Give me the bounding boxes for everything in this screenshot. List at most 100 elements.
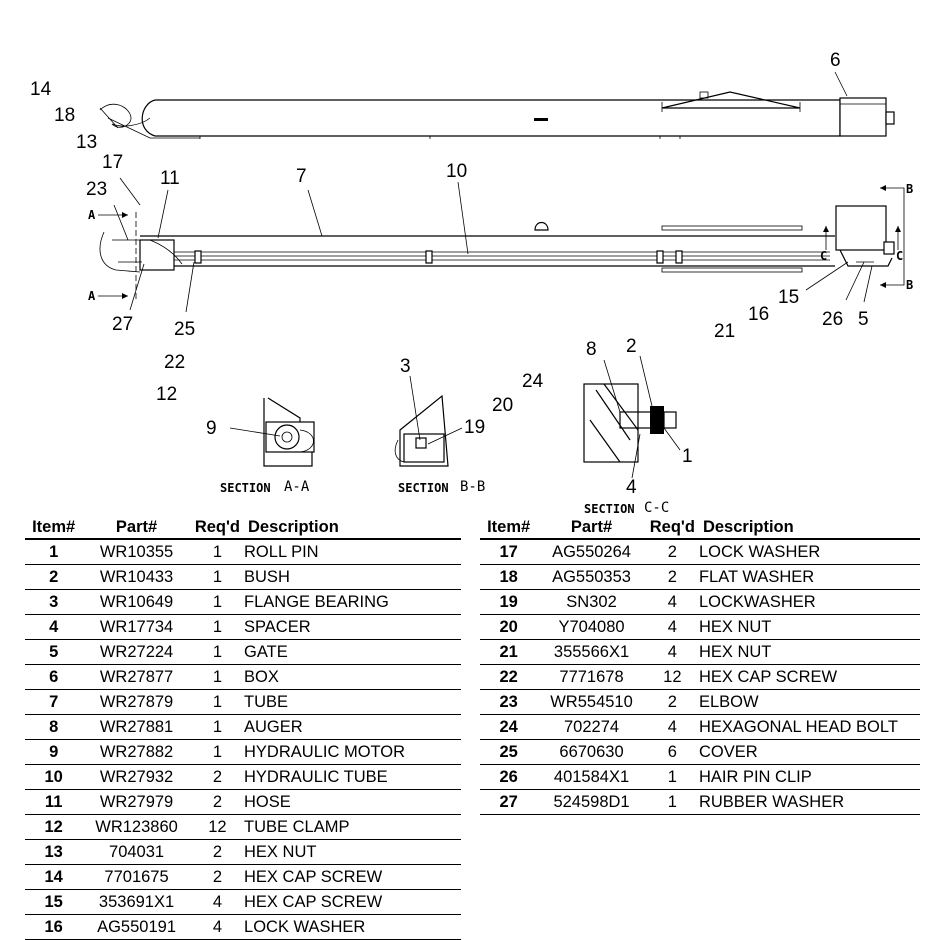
cell-req: 1 — [645, 789, 699, 815]
cell-req: 4 — [190, 914, 245, 940]
cell-desc: HEX CAP SCREW — [698, 664, 920, 690]
header-item: Item# — [25, 516, 83, 540]
cell-item: 3 — [25, 589, 83, 615]
callout-4: 4 — [626, 477, 637, 498]
section-b-b-prefix: SECTION — [398, 481, 449, 495]
cell-part: 524598D1 — [537, 789, 646, 815]
cell-item: 1 — [25, 539, 83, 565]
callout-25: 25 — [174, 319, 195, 340]
cell-req: 2 — [190, 764, 245, 790]
callout-19: 19 — [464, 417, 485, 438]
cell-req: 4 — [645, 639, 699, 665]
callout-9: 9 — [206, 418, 217, 439]
cell-req: 1 — [190, 589, 245, 615]
cell-desc: RUBBER WASHER — [698, 789, 920, 815]
cell-req: 4 — [645, 714, 699, 740]
table-header-row: Item# Part# Req'd Description — [25, 516, 461, 540]
cell-part: WR554510 — [537, 689, 646, 715]
callout-13: 13 — [76, 132, 97, 153]
cell-desc: HEX CAP SCREW — [244, 889, 461, 915]
callout-16: 16 — [748, 304, 769, 325]
cell-item: 23 — [480, 689, 538, 715]
callout-20: 20 — [492, 395, 513, 416]
cell-desc: HEX CAP SCREW — [244, 864, 461, 890]
cell-req: 1 — [190, 714, 245, 740]
cell-item: 11 — [25, 789, 83, 815]
cell-item: 18 — [480, 564, 538, 590]
cell-part: 704031 — [82, 839, 191, 865]
header-part: Part# — [82, 516, 191, 540]
cell-req: 4 — [645, 589, 699, 615]
callout-8: 8 — [586, 339, 597, 360]
cell-item: 10 — [25, 764, 83, 790]
section-c-c-id: C-C — [644, 500, 669, 515]
cell-part: WR10649 — [82, 589, 191, 615]
cell-desc: FLAT WASHER — [698, 564, 920, 590]
cell-part: WR17734 — [82, 614, 191, 640]
cell-part: 353691X1 — [82, 889, 191, 915]
callout-24: 24 — [522, 371, 544, 392]
cell-item: 2 — [25, 564, 83, 590]
cell-part: AG550264 — [537, 539, 646, 565]
cell-item: 16 — [25, 914, 83, 940]
callout-26: 26 — [822, 309, 843, 330]
section-a-a-prefix: SECTION — [220, 481, 271, 495]
cell-req: 6 — [645, 739, 699, 765]
cell-part: 7701675 — [82, 864, 191, 890]
callout-1: 1 — [682, 446, 693, 467]
marker-c-left: C — [820, 249, 827, 263]
callout-23: 23 — [86, 179, 107, 200]
cell-item: 25 — [480, 739, 538, 765]
cell-item: 14 — [25, 864, 83, 890]
cell-item: 21 — [480, 639, 538, 665]
cell-desc: HEXAGONAL HEAD BOLT — [698, 714, 920, 740]
section-c-c-drawing — [583, 355, 681, 479]
section-c-c-prefix: SECTION — [584, 502, 635, 515]
cell-req: 2 — [645, 689, 699, 715]
cell-item: 12 — [25, 814, 83, 840]
callout-6: 6 — [830, 50, 841, 71]
callout-3: 3 — [400, 356, 411, 377]
marker-b-top: B — [906, 182, 913, 196]
marker-a-bottom: A — [88, 289, 96, 303]
cell-item: 26 — [480, 764, 538, 790]
cell-req: 4 — [190, 889, 245, 915]
cell-desc: TUBE CLAMP — [244, 814, 461, 840]
callout-14: 14 — [30, 79, 52, 100]
cell-item: 24 — [480, 714, 538, 740]
cell-part: 7771678 — [537, 664, 646, 690]
cell-req: 2 — [190, 864, 245, 890]
cell-item: 15 — [25, 889, 83, 915]
cell-req: 2 — [645, 564, 699, 590]
callout-17: 17 — [102, 152, 123, 173]
cell-item: 6 — [25, 664, 83, 690]
table-header-row: Item# Part# Req'd Description — [480, 516, 920, 540]
callout-10: 10 — [446, 161, 467, 182]
cell-req: 1 — [190, 739, 245, 765]
header-part: Part# — [537, 516, 646, 540]
cell-part: SN302 — [537, 589, 646, 615]
cell-item: 20 — [480, 614, 538, 640]
cell-part: 702274 — [537, 714, 646, 740]
cell-desc: BOX — [244, 664, 461, 690]
cell-desc: HEX NUT — [244, 839, 461, 865]
cell-part: WR27881 — [82, 714, 191, 740]
cell-req: 1 — [190, 614, 245, 640]
cell-desc: FLANGE BEARING — [244, 589, 461, 615]
cell-desc: LOCKWASHER — [698, 589, 920, 615]
